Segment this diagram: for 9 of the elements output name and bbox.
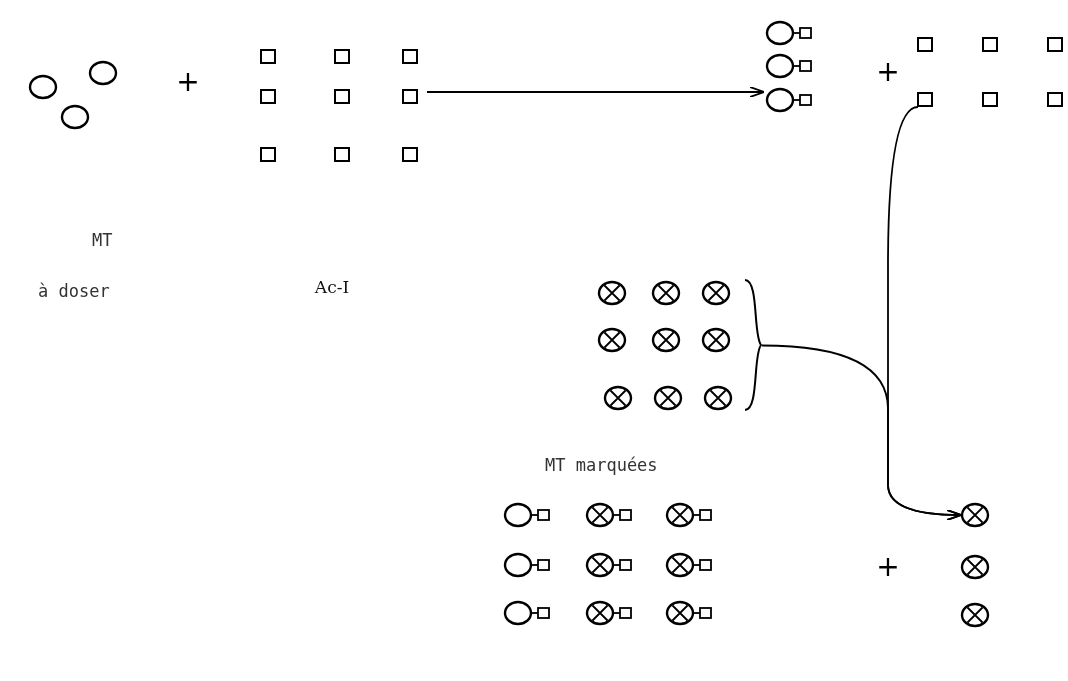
plus-sign: +	[876, 553, 900, 581]
caption-label: à doser	[38, 281, 110, 301]
caption-label: MT marquées	[545, 455, 658, 475]
antibody-label: Ac-I	[314, 277, 350, 297]
arrow	[761, 344, 962, 521]
plus-sign: +	[176, 68, 200, 96]
caption-label: MT	[92, 230, 113, 250]
arrow	[426, 86, 765, 98]
plus-sign: +	[876, 58, 900, 86]
